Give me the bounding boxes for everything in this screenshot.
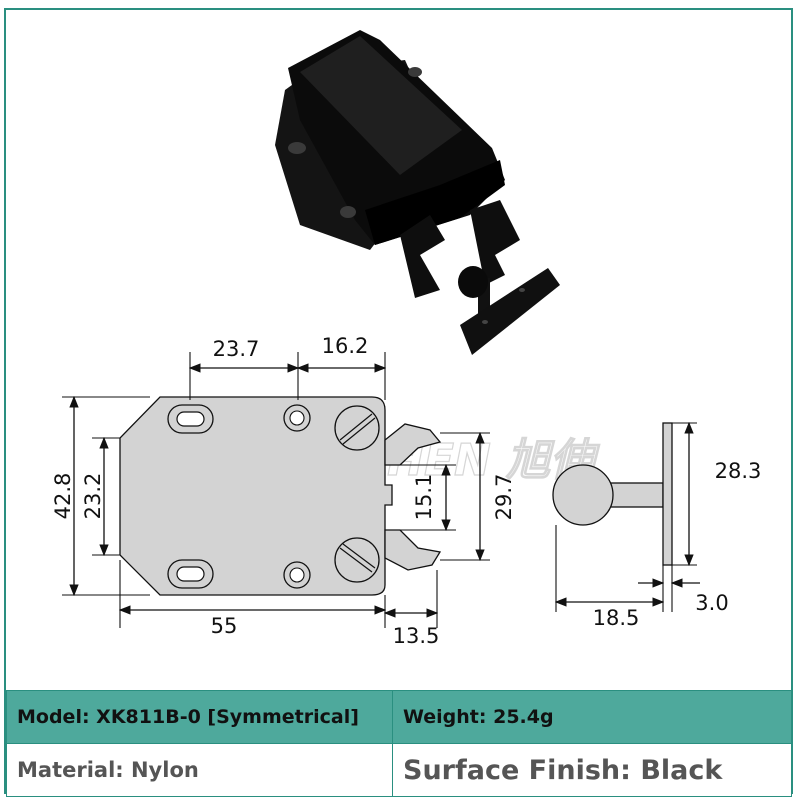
dim-13-5-label: 13.5	[393, 624, 440, 648]
dim-15-1-label: 15.1	[412, 474, 436, 521]
dim-55-label: 55	[211, 614, 238, 638]
dim-18-5-label: 18.5	[593, 606, 640, 630]
dim-28-3-label: 28.3	[715, 459, 762, 483]
material-cell: Material: Nylon	[6, 743, 393, 797]
surface-finish-cell: Surface Finish: Black	[392, 743, 792, 797]
dim-16-2-label: 16.2	[322, 334, 369, 358]
product-photo	[275, 30, 560, 355]
dim-23-7-label: 23.7	[213, 337, 260, 361]
weight-cell: Weight: 25.4g	[392, 690, 792, 744]
latch-body-drawing	[119, 396, 442, 596]
spec-row: Model: XK811B-0 [Symmetrical] Weight: 25…	[6, 690, 792, 744]
spec-row: Material: Nylon Surface Finish: Black	[6, 743, 792, 797]
spec-table: Model: XK811B-0 [Symmetrical] Weight: 25…	[6, 690, 792, 797]
dimension-lines	[69, 363, 700, 618]
dim-29-7-label: 29.7	[492, 474, 516, 521]
model-cell: Model: XK811B-0 [Symmetrical]	[6, 690, 393, 744]
striker-drawing	[552, 422, 673, 566]
dim-23-2-label: 23.2	[81, 473, 105, 520]
dim-3-0-label: 3.0	[695, 591, 728, 615]
dim-42-8-label: 42.8	[51, 473, 75, 520]
product-drawing: XUSHEN 旭伸	[51, 30, 762, 648]
